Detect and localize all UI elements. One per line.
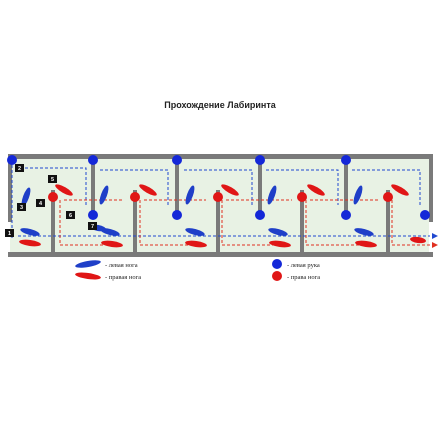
red-foot-icon — [307, 184, 325, 196]
blue-hand-icon — [88, 210, 98, 220]
right-wall — [429, 154, 433, 222]
red-foot-icon — [355, 240, 377, 248]
blue-hand-icon — [7, 155, 17, 165]
blue-hand-icon — [172, 155, 182, 165]
step-marker-3: 3 — [20, 205, 23, 211]
red-hand-icon — [383, 192, 393, 202]
blue-foot-icon — [21, 187, 31, 207]
blue-foot-icon — [354, 228, 374, 236]
left-path — [11, 165, 421, 240]
red-foot-icon — [55, 184, 73, 196]
red-foot-icon — [75, 272, 101, 280]
step-marker-6: 6 — [69, 213, 72, 219]
blue-foot-icon — [353, 185, 363, 205]
blue-foot-icon — [99, 185, 109, 205]
blue-hand-icon — [341, 210, 351, 220]
red-foot-icon — [19, 239, 41, 247]
red-foot-icon — [185, 240, 207, 248]
blue-foot-icon — [185, 228, 205, 236]
step-marker-5: 5 — [51, 177, 54, 183]
partition-top-3 — [258, 154, 262, 216]
blue-hand-icon — [172, 210, 182, 220]
red-foot-icon — [269, 240, 291, 248]
red-hand-icon — [48, 192, 58, 202]
maze-walls — [8, 154, 433, 257]
left-wall — [8, 154, 12, 222]
arrow-right-icon — [432, 242, 438, 248]
partition-bottom-3 — [216, 190, 220, 256]
right-hand-positions — [48, 192, 393, 202]
top-wall — [8, 154, 433, 159]
blue-foot-icon — [75, 260, 101, 268]
legend-right-foot: - правая нога — [105, 274, 141, 281]
hand-positions — [7, 155, 430, 220]
legend-left-hand: - левая рука — [287, 262, 320, 269]
arrow-right-icon — [432, 233, 438, 239]
red-hand-icon — [272, 271, 282, 281]
red-hand-icon — [297, 192, 307, 202]
step-markers: 1 2 3 4 5 6 7 — [5, 164, 97, 237]
blue-hand-icon — [420, 210, 430, 220]
step-marker-7: 7 — [91, 224, 94, 230]
partition-bottom-4 — [300, 190, 304, 256]
step-marker-4: 4 — [39, 201, 43, 207]
red-foot-icon — [410, 236, 426, 244]
partition-bottom-2 — [133, 190, 137, 256]
partition-top-1 — [91, 154, 95, 216]
partition-bottom-1 — [51, 190, 55, 256]
blue-hand-icon — [341, 155, 351, 165]
blue-foot-icon — [268, 228, 288, 236]
legend: - левая нога - правая нога - левая рука … — [75, 259, 320, 281]
red-foot-icon — [139, 184, 157, 196]
partition-bottom-5 — [386, 190, 390, 256]
blue-hand-icon — [272, 259, 282, 269]
red-hand-icon — [130, 192, 140, 202]
right-path — [59, 199, 432, 246]
left-foot-steps — [20, 185, 374, 236]
blue-foot-icon — [20, 228, 40, 236]
step-marker-1: 1 — [8, 231, 11, 237]
blue-hand-icon — [255, 210, 265, 220]
step-marker-2: 2 — [18, 166, 21, 172]
red-foot-icon — [221, 184, 239, 196]
partition-top-2 — [175, 154, 179, 216]
legend-right-hand: - права нога — [287, 274, 320, 281]
red-foot-icon — [391, 184, 409, 196]
blue-hand-icon — [255, 155, 265, 165]
diagram-title: Прохождение Лабиринта — [164, 100, 276, 110]
partition-top-4 — [344, 154, 348, 216]
bottom-wall — [8, 252, 433, 257]
legend-left-foot: - левая нога — [105, 262, 138, 269]
red-foot-icon — [101, 240, 123, 248]
right-foot-steps — [19, 184, 426, 248]
blue-foot-icon — [267, 185, 277, 205]
blue-hand-icon — [88, 155, 98, 165]
red-hand-icon — [213, 192, 223, 202]
blue-foot-icon — [185, 185, 195, 205]
